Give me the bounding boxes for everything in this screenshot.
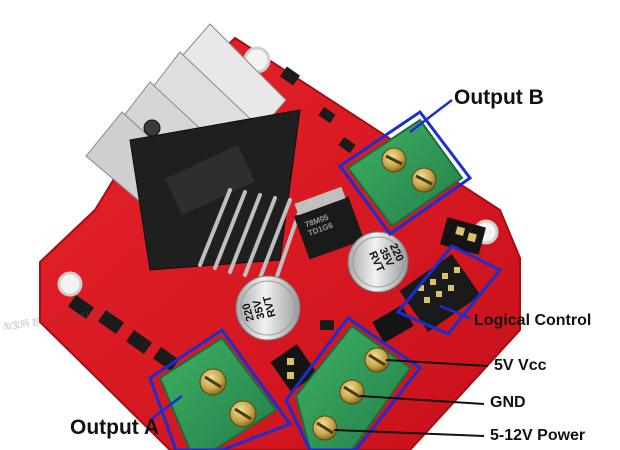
label-output-a: Output A — [70, 416, 160, 439]
regulator-icon — [293, 186, 365, 260]
capacitor-left-icon — [235, 275, 301, 341]
chip-pins — [198, 188, 302, 284]
jumper-icon — [270, 344, 318, 392]
smd-parts — [67, 66, 356, 372]
heatsink-icon — [85, 23, 301, 271]
terminal-power — [294, 324, 412, 450]
leader-lines — [149, 99, 471, 421]
label-output-b: Output B — [454, 86, 544, 109]
label-logical-control: Logical Control — [474, 312, 592, 329]
highlight-logic — [395, 244, 503, 336]
highlight-boxes — [148, 109, 503, 450]
mount-hole — [57, 271, 83, 297]
terminal-output-a — [158, 336, 278, 450]
highlight-output-a — [148, 327, 293, 450]
logic-pin-header — [399, 254, 481, 332]
label-gnd: GND — [490, 394, 526, 411]
highlight-output-b — [337, 109, 473, 237]
highlight-power — [284, 315, 423, 450]
terminal-output-b — [346, 118, 464, 228]
capacitor-top-icon — [347, 231, 409, 293]
leader-lines-dark — [333, 359, 489, 437]
label-5v-vcc: 5V Vcc — [494, 357, 547, 374]
label-power: 5-12V Power — [490, 427, 586, 444]
